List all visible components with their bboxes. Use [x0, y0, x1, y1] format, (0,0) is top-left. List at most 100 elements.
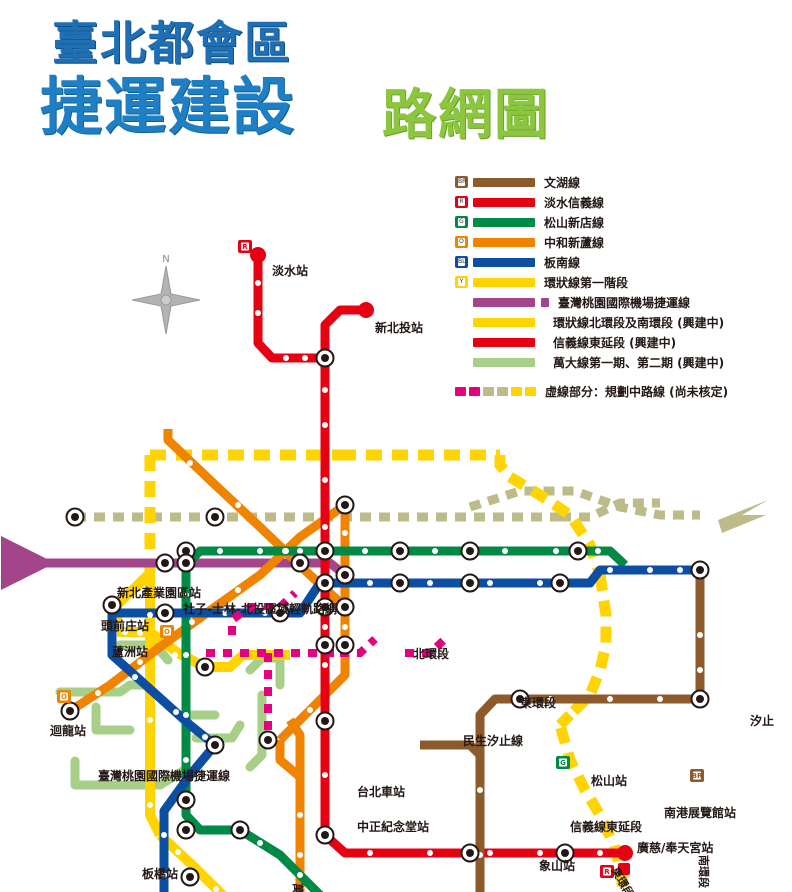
legend-colorbar: [473, 317, 535, 327]
station-label: 新北產業園區站: [117, 585, 201, 600]
legend-badge-br-icon: BR: [455, 176, 468, 188]
section-label: 臺灣桃園國際機場捷運線: [98, 768, 230, 783]
metro-network-map: 淡水站R新北投站蘆洲站O迴龍站O新北產業園區站頭前庄站板橋站莒光站頂埔站BL南勢…: [0, 215, 792, 892]
station-terminus-xinbeitou: [358, 302, 374, 318]
legend-row-construction-1: 環狀線北環段及南環段 (興建中): [455, 312, 785, 332]
legend-badge-o-icon: O: [455, 236, 468, 248]
title-line-networkmap: 路網圖: [382, 83, 550, 146]
legend-label: 環狀線北環段及南環段 (興建中): [553, 315, 725, 330]
interchange-stations: [60, 348, 710, 887]
legend-colorbar: [473, 257, 535, 267]
section-label: 汐止: [750, 713, 774, 728]
legend-badge-g-icon: G: [455, 216, 468, 228]
station-markers-layer: [60, 280, 710, 892]
legend-row-construction-0: 臺灣桃園國際機場捷運線: [455, 292, 785, 312]
legend-label: 淡水信義線: [544, 195, 605, 210]
xizhi-arrow-icon: [718, 500, 768, 533]
legend-badge-y-icon: Y: [455, 276, 468, 288]
station-label: 板橋站: [142, 866, 178, 881]
legend-row-construction-2: 信義線東延段 (興建中): [455, 332, 785, 352]
legend-row-bl: BL 板南線: [455, 252, 785, 272]
title-line-district: 臺北都會區: [52, 16, 292, 70]
legend-colorbar: [473, 277, 535, 287]
legend-row-r: R 淡水信義線: [455, 192, 785, 212]
legend-label: 環狀線第一階段: [544, 275, 629, 290]
station-label: 中正紀念堂站: [357, 819, 429, 834]
legend-dash-swatch: [525, 386, 536, 396]
station-label: 廣慈/奉天宮站: [637, 840, 713, 855]
legend-dash-swatch: [469, 386, 480, 396]
station-line-badge-r-icon: R: [238, 240, 252, 253]
section-label: 社子-士林-北投區域輕軌路網: [182, 601, 337, 616]
legend-row-y: Y 環狀線第一階段: [455, 272, 785, 292]
legend-colorbar: [473, 177, 535, 187]
station-label: 蘆洲站: [112, 644, 148, 659]
section-label: 北環段: [413, 646, 450, 661]
compass-north-label: N: [162, 254, 169, 265]
section-label-rotated: 萬大線第一期: [291, 883, 305, 892]
station-line-badge-r-icon: R: [600, 865, 614, 878]
legend-label: 板南線: [544, 255, 581, 270]
compass-rose-icon: N: [131, 254, 201, 335]
legend-dash-swatch: [497, 386, 508, 396]
station-line-badge-o-icon: O: [160, 625, 174, 638]
svg-text:O: O: [164, 628, 170, 636]
station-label: 南港展覽館站: [664, 805, 736, 820]
line-xinyi-east-extension: [618, 863, 630, 875]
section-label-rotated: 東環段: [608, 865, 637, 892]
svg-text:O: O: [61, 693, 67, 701]
line-wanda: [55, 640, 285, 790]
title-line-metro: 捷運建設: [40, 70, 297, 143]
legend-colorbar: [473, 217, 535, 227]
line-zhonghe-xinlu: [67, 429, 350, 892]
station-label: 迴龍站: [49, 723, 86, 738]
station-labels-layer: 淡水站R新北投站蘆洲站O迴龍站O新北產業園區站頭前庄站板橋站莒光站頂埔站BL南勢…: [49, 240, 774, 892]
legend-label: 松山新店線: [544, 215, 605, 230]
station-label: 松山站: [591, 773, 627, 788]
section-label: 東環段: [520, 695, 557, 710]
legend-badge-bl-icon: BL: [455, 256, 468, 268]
legend-colorbar: [473, 337, 535, 347]
svg-text:G: G: [560, 759, 566, 767]
legend-label: 萬大線第一期、第二期 (興建中): [553, 355, 725, 370]
station-label: 象山站: [539, 858, 575, 873]
legend-label: 信義線東延段 (興建中): [553, 335, 677, 350]
legend-dash-swatch: [511, 386, 522, 396]
line-minsheng-xizhi-planned: [75, 486, 700, 522]
legend-colorbar: [473, 357, 535, 367]
station-label: 頭前庄站: [101, 618, 149, 633]
station-line-badge-g-icon: G: [556, 756, 570, 769]
svg-text:R: R: [242, 243, 248, 251]
legend-row-construction-3: 萬大線第一期、第二期 (興建中): [455, 352, 785, 372]
legend-dash-swatch: [455, 386, 466, 396]
svg-text:R: R: [604, 868, 610, 876]
page-title: 臺北都會區 捷運建設 路網圖: [30, 14, 630, 164]
station-label: 新北投站: [375, 320, 423, 335]
legend-dash-swatch: [483, 386, 494, 396]
legend-colorbar: [473, 197, 535, 207]
legend-label: 臺灣桃園國際機場捷運線: [558, 295, 691, 310]
station-terminus-tamsui: [250, 247, 266, 263]
intermediate-stations: [95, 280, 703, 892]
station-line-badge-br-icon: BR: [690, 769, 704, 782]
legend-row-planned-dashed: 虛線部分：規劃中路線 (尚未核定): [455, 381, 785, 401]
legend-label: 虛線部分：規劃中路線 (尚未核定): [545, 384, 729, 399]
legend-label: 文湖線: [544, 175, 581, 190]
rail-lines-layer: [0, 247, 768, 892]
legend: BR 文湖線 R 淡水信義線 G 松山新店線 O 中和新蘆線 BL 板南線 Y 環狀線第一階段臺灣桃園…: [455, 172, 785, 401]
legend-row-g: G 松山新店線: [455, 212, 785, 232]
station-label: 台北車站: [357, 784, 405, 799]
legend-label: 中和新蘆線: [544, 235, 605, 250]
legend-badge-r-icon: R: [455, 196, 468, 208]
line-airport-mrt: [68, 558, 348, 579]
legend-colorbar: [473, 297, 535, 307]
legend-colorbar: [473, 237, 535, 247]
legend-row-br: BR 文湖線: [455, 172, 785, 192]
station-terminus-guangci: [617, 845, 633, 861]
section-label: 信義線東延段: [570, 819, 643, 834]
station-line-badge-o-icon: O: [57, 690, 71, 703]
section-label-rotated: 南環段: [697, 855, 711, 888]
section-label: 民生汐止線: [463, 733, 523, 748]
svg-text:BR: BR: [692, 772, 703, 780]
legend-dash-square: [541, 297, 549, 307]
